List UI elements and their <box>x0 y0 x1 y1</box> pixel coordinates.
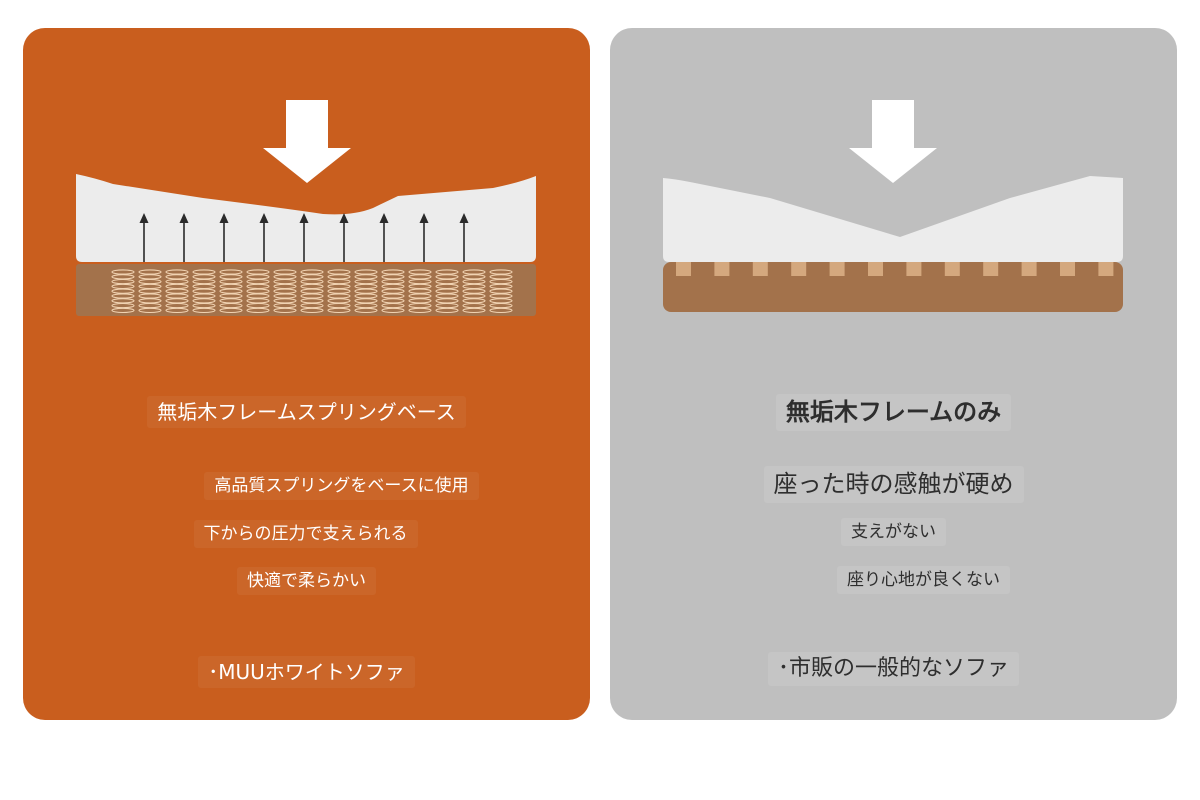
up-arrow-icon <box>259 213 269 262</box>
support-arrows-group <box>139 213 469 262</box>
frame-slat <box>829 262 845 276</box>
up-arrow-icon <box>419 213 429 262</box>
frame-slat <box>906 262 922 276</box>
frame-slat <box>714 262 730 276</box>
left-title: 無垢木フレームスプリングベース <box>23 396 590 428</box>
coil-spring-icon <box>489 269 513 314</box>
right-headline: 座った時の感触が硬め <box>610 466 1177 503</box>
coil-spring-icon <box>435 269 459 314</box>
left-feature-3: 快適で柔らかい <box>23 567 590 596</box>
wood-frame-diagram <box>663 100 1123 312</box>
frame-slats-group <box>676 262 1114 276</box>
coil-spring-icon <box>273 269 297 314</box>
coil-spring-icon <box>138 269 162 314</box>
coil-spring-icon <box>111 269 135 314</box>
frame-slat <box>944 262 960 276</box>
cushion <box>663 176 1123 262</box>
left-product-label: ･MUUホワイトソファ <box>23 656 590 688</box>
left-feature-2: 下からの圧力で支えられる <box>23 520 590 549</box>
up-arrow-icon <box>459 213 469 262</box>
frame-slat <box>1021 262 1037 276</box>
springs-group <box>111 269 513 314</box>
left-feature-1: 高品質スプリングをベースに使用 <box>23 472 590 501</box>
frame-slat <box>1098 262 1114 276</box>
right-feature-2: 座り心地が良くない <box>610 566 1177 595</box>
up-arrow-icon <box>139 213 149 262</box>
right-title: 無垢木フレームのみ <box>610 394 1177 431</box>
coil-spring-icon <box>462 269 486 314</box>
down-arrow-icon <box>849 100 937 183</box>
frame-slat <box>1060 262 1075 276</box>
frame-slat <box>983 262 999 276</box>
wood-frame-panel: 無垢木フレームのみ 座った時の感触が硬め 支えがない 座り心地が良くない ･市販… <box>610 28 1177 720</box>
frame-slat <box>868 262 883 276</box>
up-arrow-icon <box>379 213 389 262</box>
coil-spring-icon <box>354 269 378 314</box>
frame-slat <box>791 262 807 276</box>
frame-slat <box>752 262 768 276</box>
spring-base-diagram <box>76 100 536 316</box>
right-product-label: ･市販の一般的なソファ <box>610 652 1177 687</box>
right-feature-1: 支えがない <box>610 518 1177 547</box>
coil-spring-icon <box>165 269 189 314</box>
spring-base-panel: 無垢木フレームスプリングベース 高品質スプリングをベースに使用 下からの圧力で支… <box>23 28 590 720</box>
coil-spring-icon <box>327 269 351 314</box>
coil-spring-icon <box>192 269 216 314</box>
frame-slat <box>676 262 691 276</box>
coil-spring-icon <box>300 269 324 314</box>
down-arrow-icon <box>263 100 351 183</box>
up-arrow-icon <box>339 213 349 262</box>
up-arrow-icon <box>179 213 189 262</box>
coil-spring-icon <box>246 269 270 314</box>
wood-frame-base <box>663 262 1123 312</box>
coil-spring-icon <box>408 269 432 314</box>
coil-spring-icon <box>381 269 405 314</box>
up-arrow-icon <box>299 213 309 262</box>
coil-spring-icon <box>219 269 243 314</box>
up-arrow-icon <box>219 213 229 262</box>
